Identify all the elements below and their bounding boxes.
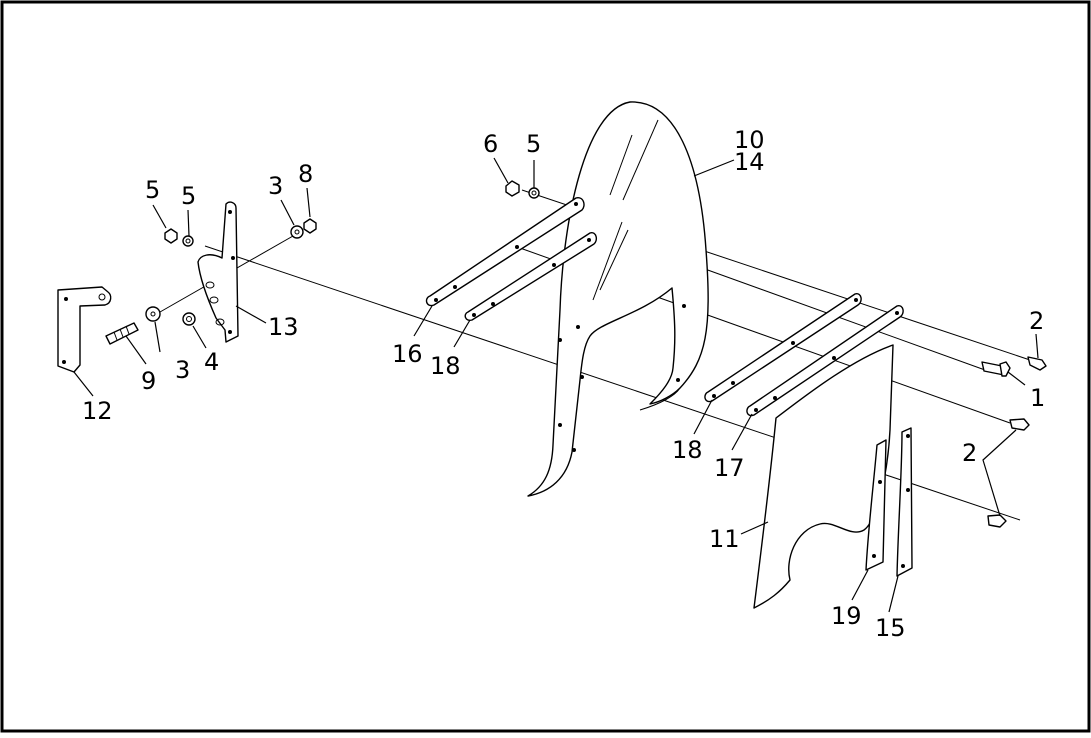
callout-2-lower: 2 — [962, 439, 977, 467]
callout-7: 5 — [145, 176, 160, 204]
callout-labels: 5 5 3 8 3 4 9 12 13 6 5 10 14 16 18 18 1… — [82, 126, 1045, 642]
callout-19: 19 — [831, 602, 862, 630]
fasteners — [105, 180, 1047, 528]
callout-12: 12 — [82, 397, 113, 425]
callout-1: 1 — [1030, 384, 1045, 412]
clamp-plate — [197, 201, 239, 343]
callout-9: 9 — [141, 367, 156, 395]
left-braces — [425, 197, 598, 322]
callout-2-top: 2 — [1029, 307, 1044, 335]
vertical-straps — [865, 427, 913, 577]
callout-3-lower: 3 — [175, 356, 190, 384]
callout-16: 16 — [392, 340, 423, 368]
callout-5-left: 5 — [181, 182, 196, 210]
callout-4: 4 — [204, 348, 219, 376]
callout-6: 6 — [483, 130, 498, 158]
callout-11: 11 — [709, 525, 740, 553]
right-braces — [704, 293, 904, 417]
mounting-bracket — [57, 286, 112, 373]
callout-17: 17 — [714, 454, 745, 482]
callout-10: 10 — [734, 126, 765, 154]
lower-deflector — [753, 344, 894, 609]
callout-14: 14 — [734, 148, 765, 176]
callout-18-right: 18 — [672, 436, 703, 464]
callout-5-right: 5 — [526, 130, 541, 158]
callout-13: 13 — [268, 313, 299, 341]
callout-18-left: 18 — [430, 352, 461, 380]
callout-3-top: 3 — [268, 172, 283, 200]
callout-8: 8 — [298, 160, 313, 188]
callout-15: 15 — [875, 614, 906, 642]
leader-lines — [73, 157, 1039, 613]
